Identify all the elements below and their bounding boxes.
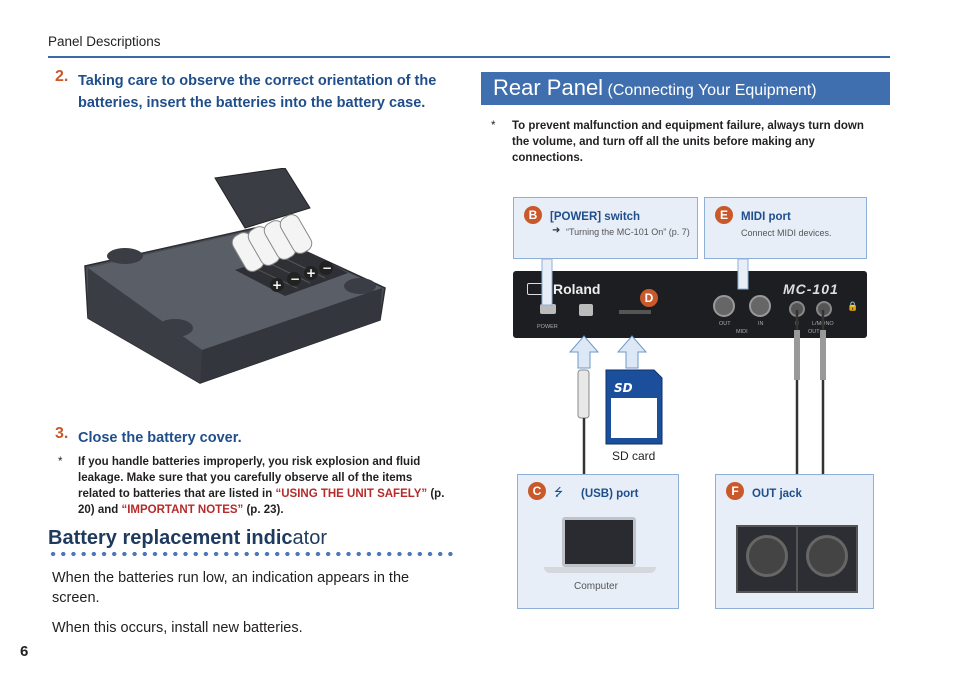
power-switch[interactable] [540,304,556,314]
dotted-rule [48,551,458,557]
out-label: OUT [808,329,820,335]
arrow-right-icon: ➜ [552,225,561,236]
paragraph-low-battery: When the batteries run low, an indicatio… [52,570,410,606]
callout-out-jack: F OUT jack [715,474,874,609]
right-note-asterisk: * [491,120,496,132]
banner-title: Rear Panel [493,75,604,100]
badge-b: B [524,206,542,224]
power-switch-title: [POWER] switch [550,211,641,223]
sd-card-label: SD card [612,449,656,463]
svg-text:+: + [272,278,282,292]
badge-c: C [528,482,546,500]
section-label: Panel Descriptions [48,34,161,49]
usb-icon: ⭍ [554,487,564,499]
model-logo: MC-101 [783,281,839,297]
badge-d: D [640,289,658,307]
banner-subtitle: (Connecting Your Equipment) [607,82,817,99]
using-unit-safely-link[interactable]: “USING THE UNIT SAFELY” [275,488,428,500]
midi-in-label: IN [758,321,764,327]
page-number: 6 [20,643,29,660]
amplifier-left [736,525,798,593]
battery-warning-note: If you handle batteries improperly, you … [78,454,453,518]
midi-out-label: OUT [719,321,731,327]
midi-port-title: MIDI port [741,211,791,223]
heading-light-part: ator [292,527,327,549]
laptop-base [544,567,656,573]
note-text-b: (p. 20) and [78,488,445,516]
midi-port-desc: Connect MIDI devices. [741,228,832,238]
midi-label: MIDI [736,329,748,335]
step-3-number: 3. [55,425,69,442]
usb-port-title: (USB) port [581,488,639,500]
svg-text:+: + [306,266,316,280]
note-text-c: (p. 23). [243,504,284,516]
callout-power-switch: B [POWER] switch ➜ “Turning the MC-101 O… [513,197,698,259]
callout-usb-port: C ⭍ (USB) port Computer [517,474,679,609]
midi-in-port[interactable] [749,295,771,317]
mc101-rear-panel: Roland MC-101 POWER D OUT IN MIDI R L/MO… [513,271,867,338]
midi-out-port[interactable] [713,295,735,317]
step-2-number: 2. [55,68,69,85]
out-jack-title: OUT jack [752,488,802,500]
usb-port[interactable] [579,304,593,316]
battery-illustration: + − + − [84,168,386,384]
computer-label: Computer [574,581,618,592]
lock-icon: 🔒 [847,301,859,311]
step-3-text: Close the battery cover. [78,430,242,446]
note-asterisk: * [58,456,63,468]
badge-e: E [715,206,733,224]
amplifier-right [796,525,858,593]
computer-illustration [562,517,636,567]
sd-card-slot[interactable] [619,310,651,314]
svg-text:−: − [322,261,332,275]
callout-midi-port: E MIDI port Connect MIDI devices. [704,197,867,259]
header-rule [48,56,890,58]
svg-text:SD: SD [614,381,633,395]
power-switch-reference[interactable]: “Turning the MC-101 On” (p. 7) [566,227,690,237]
connection-warning-note: To prevent malfunction and equipment fai… [512,120,864,164]
important-notes-link[interactable]: “IMPORTANT NOTES” [121,504,244,516]
paragraph-install: When this occurs, install new batteries. [52,620,303,636]
note-text-a: If you handle batteries improperly, you … [78,456,421,500]
battery-indicator-heading: Battery replacement indicator [48,527,327,550]
svg-text:−: − [290,272,300,286]
rear-panel-banner: Rear Panel (Connecting Your Equipment) [481,72,890,105]
heading-bold-part: Battery replacement indic [48,527,293,549]
badge-f: F [726,482,744,500]
step-2-text: Taking care to observe the correct orien… [78,73,437,111]
brand-logo: Roland [553,281,601,297]
power-label: POWER [537,324,558,330]
